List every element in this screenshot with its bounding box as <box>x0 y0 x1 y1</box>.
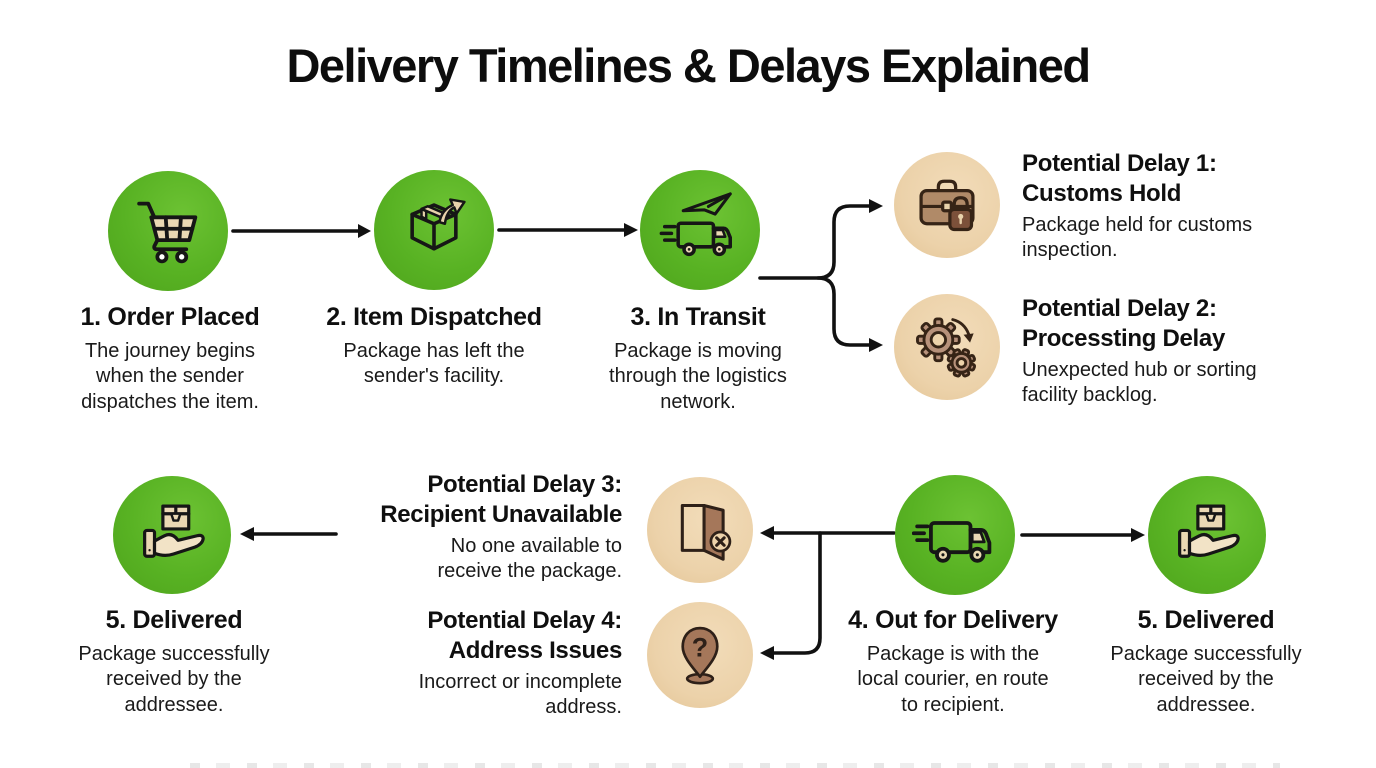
delivered-right-label: 5. Delivered <box>1137 606 1275 634</box>
step2-circle <box>374 170 494 290</box>
branch-transit-delay1 <box>758 204 871 280</box>
dispatched-box-icon <box>410 198 466 251</box>
delivered-right-circle <box>1148 476 1266 594</box>
step1-circle <box>108 171 228 291</box>
step4-text: 4. Out for Delivery Package is with the … <box>828 606 1078 718</box>
branch-outfordelivery-delay4 <box>772 531 822 655</box>
delivered-left-text: 5. Delivered Package successfully receiv… <box>54 606 294 718</box>
delay3-description: No one available to receive the package. <box>437 535 622 583</box>
step2-text: 2. Item Dispatched Package has left the … <box>314 303 554 390</box>
delay2-heading-line2: Processting Delay <box>1022 324 1225 352</box>
delay4-heading-line1: Potential Delay 4: <box>427 607 622 634</box>
delay4-circle: ? <box>647 602 753 708</box>
delay1-text: Potential Delay 1: Customs Hold Package … <box>1022 149 1342 263</box>
delay4-heading-line2: Address Issues <box>448 636 623 664</box>
delay1-heading-line2: Customs Hold <box>1022 179 1182 207</box>
delay1-circle <box>894 152 1000 258</box>
svg-text:?: ? <box>692 632 708 662</box>
delay1-heading-line1: Potential Delay 1: <box>1022 150 1217 177</box>
delivered-right-description: Package successfully received by the add… <box>1110 643 1302 716</box>
delay2-circle <box>894 294 1000 400</box>
step2-label: 2. Item Dispatched <box>326 303 542 331</box>
door-x-icon <box>680 503 732 561</box>
briefcase-lock-icon <box>919 179 975 232</box>
delay2-text: Potential Delay 2: Processting Delay Une… <box>1022 294 1342 408</box>
cropped-bottom-text <box>190 763 1280 768</box>
step1-text: 1. Order Placed The journey begins when … <box>50 303 290 415</box>
step1-label: 1. Order Placed <box>80 303 260 331</box>
delivered-left-label: 5. Delivered <box>105 606 243 634</box>
delay2-heading-line1: Potential Delay 2: <box>1022 295 1217 322</box>
step3-text: 3. In Transit Package is moving through … <box>578 303 818 415</box>
gears-icon <box>916 317 977 378</box>
step3-label: 3. In Transit <box>630 303 766 331</box>
delay2-description: Unexpected hub or sorting facility backl… <box>1022 359 1257 407</box>
delay3-circle <box>647 477 753 583</box>
branch-transit-delay2 <box>816 276 871 347</box>
delay4-text: Potential Delay 4: Address Issues Incorr… <box>322 606 623 720</box>
delay4-description: Incorrect or incomplete address. <box>418 671 622 719</box>
shopping-cart-icon <box>137 201 198 264</box>
delay3-heading-line1: Potential Delay 3: <box>427 471 622 498</box>
delivered-left-description: Package successfully received by the add… <box>78 643 270 716</box>
plane-truck-icon <box>659 192 733 257</box>
hand-receiving-box-icon <box>1178 504 1240 558</box>
step3-circle <box>640 170 760 290</box>
page-title: Delivery Timelines & Delays Explained <box>286 39 1091 92</box>
hand-receiving-box-icon <box>143 504 205 558</box>
delivery-van-icon <box>912 521 992 563</box>
delay3-heading-line2: Recipient Unavailable <box>380 500 622 528</box>
location-pin-question-icon: ? <box>681 626 719 685</box>
delay1-description: Package held for customs inspection. <box>1022 214 1253 262</box>
step3-description: Package is moving through the logistics … <box>609 340 787 413</box>
step2-description: Package has left the sender's facility. <box>343 340 525 388</box>
step4-circle <box>895 475 1015 595</box>
step1-description: The journey begins when the sender dispa… <box>81 340 259 413</box>
delivered-right-text: 5. Delivered Package successfully receiv… <box>1086 606 1326 718</box>
delay3-text: Potential Delay 3: Recipient Unavailable… <box>322 470 622 584</box>
step4-label: 4. Out for Delivery <box>848 606 1058 634</box>
step4-description: Package is with the local courier, en ro… <box>857 643 1049 716</box>
delivered-left-circle <box>113 476 231 594</box>
